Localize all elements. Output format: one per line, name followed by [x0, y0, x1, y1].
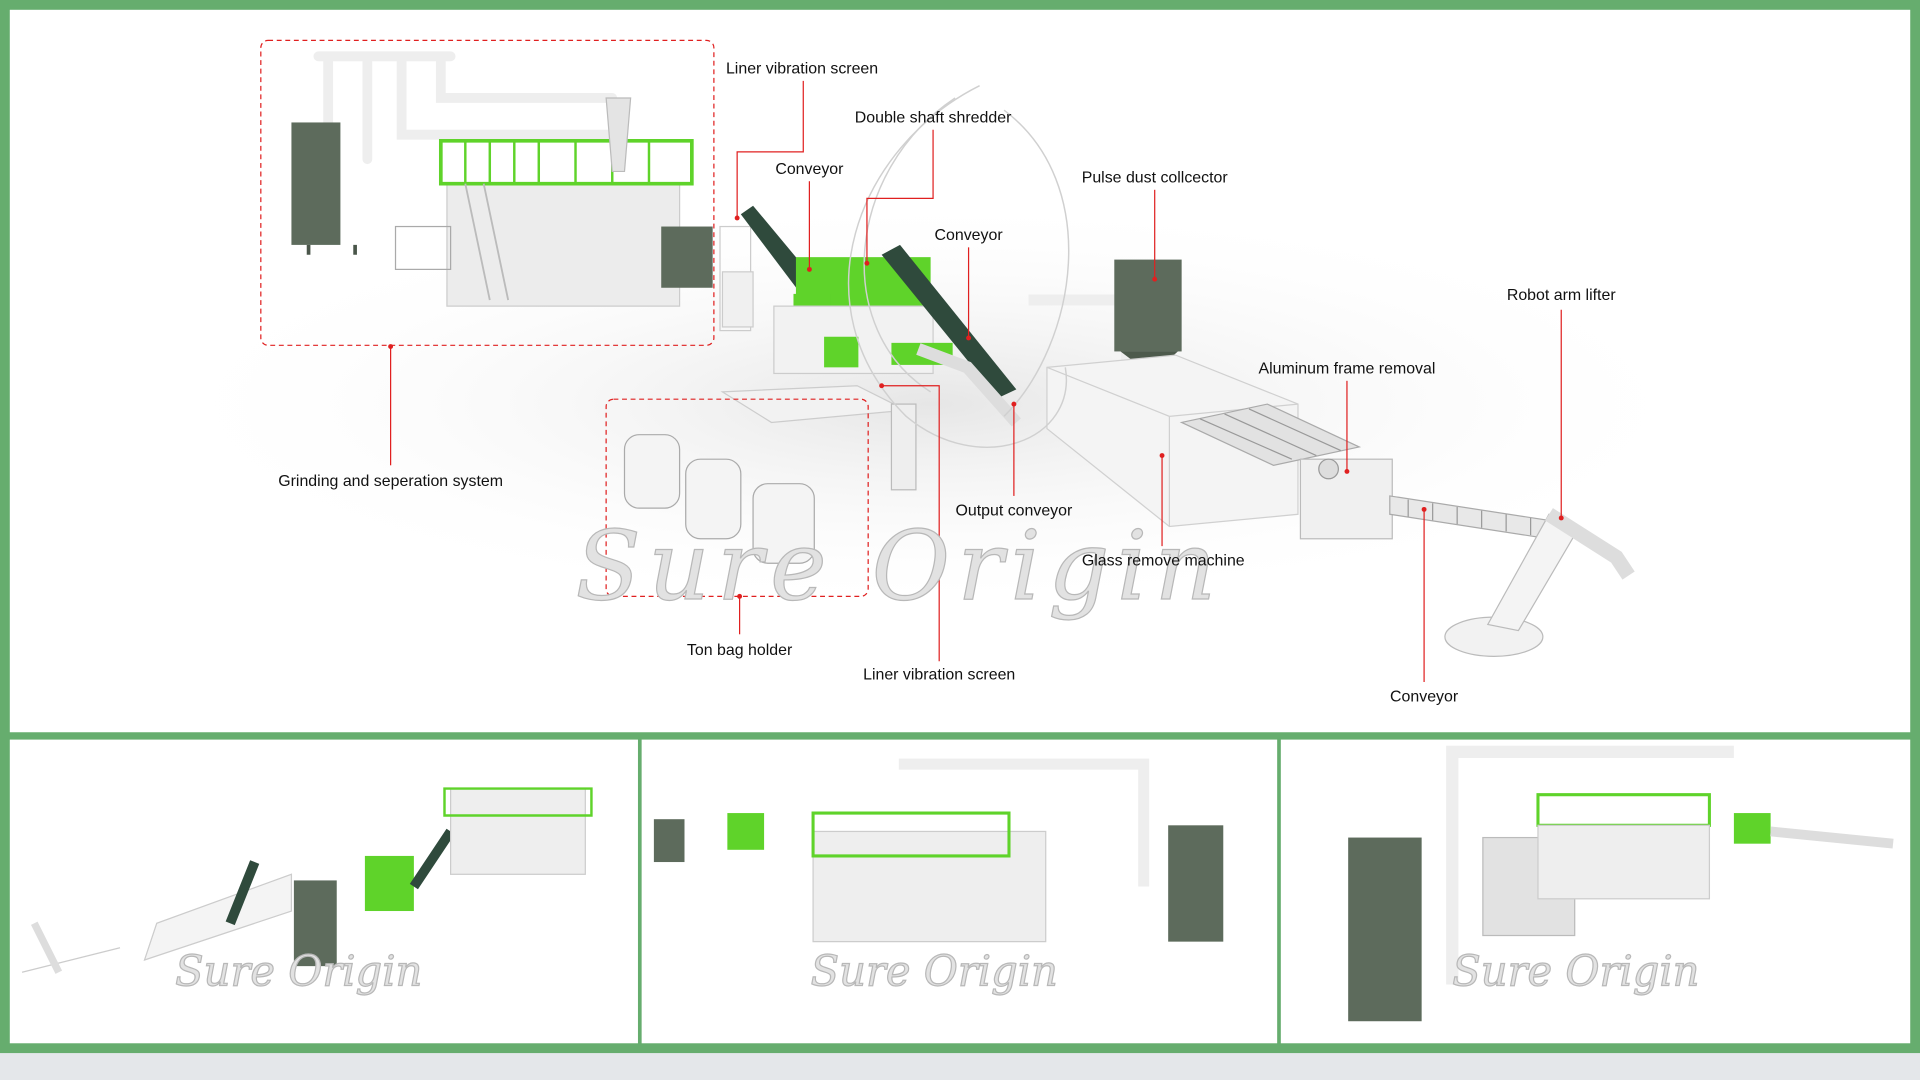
robot-arm — [1444, 508, 1635, 657]
thumbnail-view-2: Sure Origin — [641, 739, 1278, 1044]
thumbnail-3-watermark: Sure Origin — [1452, 947, 1700, 997]
label-double-shaft-shredder: Double shaft shredder — [854, 107, 1012, 127]
leader-dots — [388, 215, 1564, 599]
logo-watermark-swirl — [847, 85, 1070, 448]
label-robot-arm-lifter: Robot arm lifter — [1506, 285, 1616, 304]
thumbnail-view-1: Sure Origin — [9, 739, 638, 1044]
label-output-conveyor: Output conveyor — [955, 500, 1073, 520]
label-conveyor-3: Conveyor — [1390, 686, 1459, 706]
thumbnail-1-illustration — [21, 787, 593, 974]
label-pulse-dust-collector: Pulse dust collcector — [1081, 167, 1228, 187]
watermark-text: Sure Origin — [575, 511, 1224, 623]
thumbnail-3-illustration — [1348, 745, 1894, 1022]
thumbnail-2-watermark: Sure Origin — [810, 947, 1058, 997]
label-aluminum-frame-removal: Aluminum frame removal — [1258, 358, 1436, 378]
ton-bag-holders — [623, 385, 917, 564]
thumbnail-2-illustration — [653, 758, 1224, 943]
pulse-dust-collector — [1028, 259, 1182, 370]
label-ton-bag-holder: Ton bag holder — [686, 640, 793, 659]
label-conveyor-2: Conveyor — [934, 225, 1003, 244]
thumbnail-view-3: Sure Origin — [1280, 739, 1911, 1044]
grinding-system — [291, 51, 713, 307]
label-conveyor-1: Conveyor — [775, 159, 844, 178]
label-liner-vibration-screen-bottom: Liner vibration screen — [863, 664, 1016, 684]
label-glass-remove-machine: Glass remove machine — [1081, 551, 1245, 570]
thumbnail-1-watermark: Sure Origin — [174, 947, 423, 997]
main-diagram-panel: Sure Origin Liner vibration screen Doubl… — [9, 9, 1911, 733]
shredder-section — [719, 205, 1021, 427]
label-liner-vibration-screen-top: Liner vibration screen — [725, 58, 879, 78]
production-line-illustration — [134, 39, 1727, 683]
glass-remove-machine — [1046, 354, 1362, 528]
leader-lines — [390, 80, 1562, 683]
label-grinding-separation: Grinding and seperation system — [278, 471, 503, 490]
